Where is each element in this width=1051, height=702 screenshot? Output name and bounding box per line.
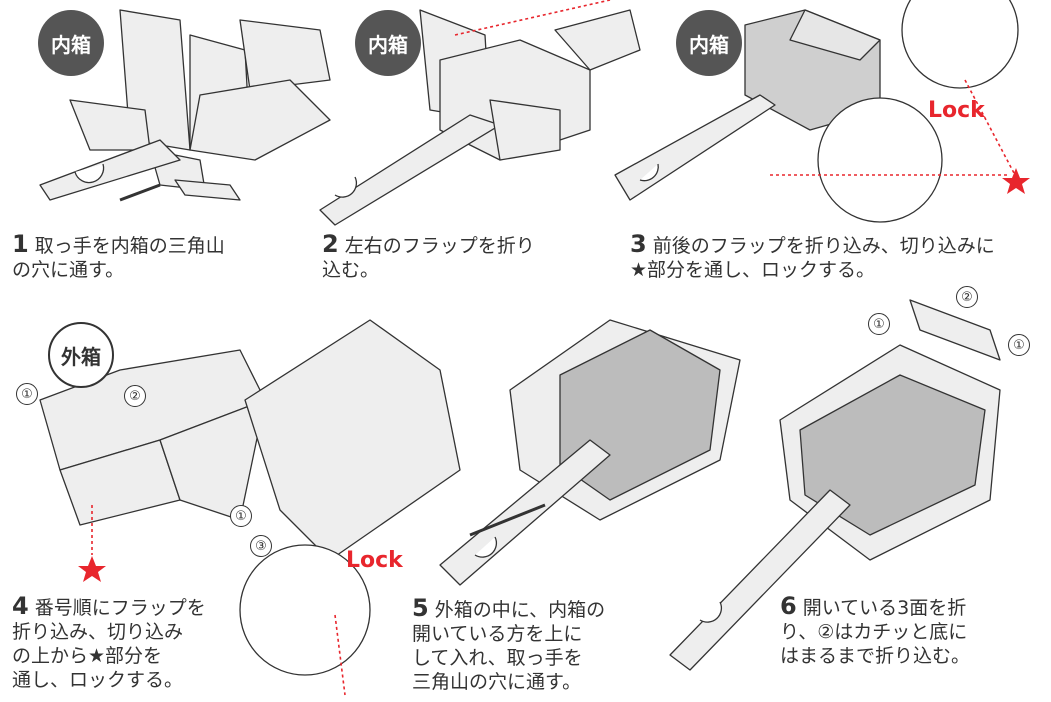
step2-illustration bbox=[319, 9, 641, 226]
star-icon bbox=[1002, 168, 1030, 194]
step5-illustration bbox=[439, 319, 741, 586]
step-text: 番号順にフラップを 折り込み、切り込み の上から★部分を 通し、ロックする。 bbox=[12, 597, 206, 691]
step4-illustration bbox=[39, 319, 461, 676]
marker-2: ② bbox=[956, 286, 978, 308]
lock-label-step3: Lock bbox=[928, 98, 985, 123]
marker-3: ③ bbox=[250, 535, 272, 557]
inner-box-badge-3: 内箱 bbox=[676, 10, 742, 76]
star-icon bbox=[78, 556, 106, 582]
step-number: 5 bbox=[412, 594, 429, 622]
step-number: 2 bbox=[322, 230, 339, 258]
step-number: 4 bbox=[12, 592, 29, 620]
step3-illustration bbox=[614, 0, 1019, 223]
step-number: 3 bbox=[630, 230, 647, 258]
outer-box-badge: 外箱 bbox=[48, 322, 114, 388]
marker-1: ① bbox=[230, 505, 252, 527]
marker-2: ② bbox=[124, 385, 146, 407]
step1-illustration bbox=[39, 9, 331, 201]
step-text: 左右のフラップを折り 込む。 bbox=[322, 235, 535, 281]
lock-label-step4: Lock bbox=[346, 548, 403, 573]
step-number: 6 bbox=[780, 592, 797, 620]
step-text: 外箱の中に、内箱の 開いている方を上に して入れ、取っ手を 三角山の穴に通す。 bbox=[412, 599, 606, 693]
step-number: 1 bbox=[12, 230, 29, 258]
marker-1: ① bbox=[1008, 334, 1030, 356]
marker-1: ① bbox=[868, 313, 890, 335]
inner-box-badge-1: 内箱 bbox=[38, 10, 104, 76]
inner-box-badge-2: 内箱 bbox=[355, 10, 421, 76]
step6-illustration bbox=[669, 299, 1001, 671]
step-text: 開いている3面を折 り、②はカチッと底に はまるまで折り込む。 bbox=[780, 597, 971, 667]
step-text: 取っ手を内箱の三角山 の穴に通す。 bbox=[12, 235, 225, 281]
step-text: 前後のフラップを折り込み、切り込みに ★部分を通し、ロックする。 bbox=[630, 235, 995, 281]
marker-1: ① bbox=[16, 383, 38, 405]
